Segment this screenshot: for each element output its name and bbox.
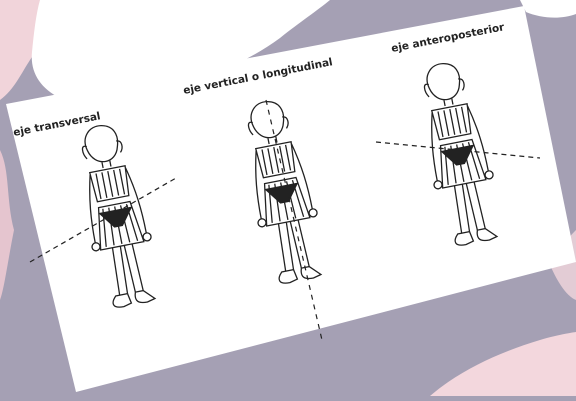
diagram-panel: eje transversal eje vertical o longitudi…: [0, 0, 576, 396]
body-axes-diagram: eje transversal eje vertical o longitudi…: [0, 0, 576, 396]
